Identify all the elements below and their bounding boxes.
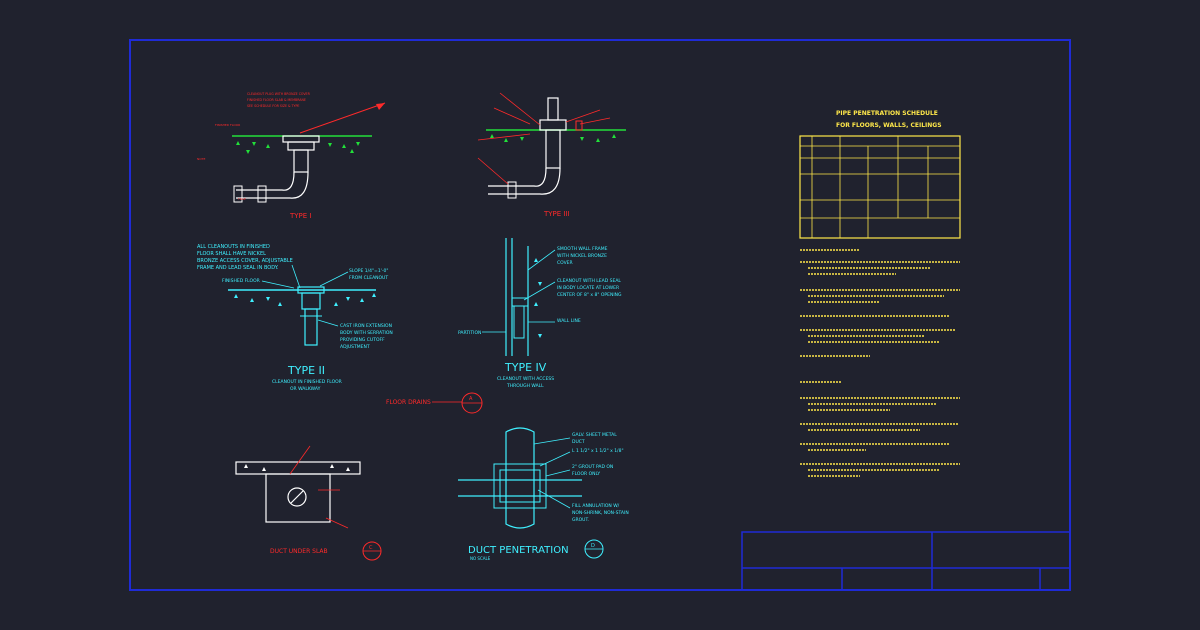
svg-text:DUCT: DUCT [572,439,585,445]
svg-text:D: D [591,543,595,549]
svg-text:FROM CLEANOUT: FROM CLEANOUT [349,275,388,281]
svg-text:L 1 1/2" x 1 1/2" x 1/8": L 1 1/2" x 1 1/2" x 1/8" [572,448,624,454]
svg-text:CENTER OF 8" x 8" OPENING: CENTER OF 8" x 8" OPENING [557,292,622,298]
svg-text:CLEANOUT WITH ACCESS: CLEANOUT WITH ACCESS [497,376,554,382]
detail-type-4: SMOOTH WALL FRAME WITH NICKEL BRONZE COV… [458,238,622,389]
type2-title: TYPE II [287,364,325,377]
sheet-border [129,39,1071,591]
svg-text:CLEANOUT IN FINISHED FLOOR: CLEANOUT IN FINISHED FLOOR [272,379,342,385]
title-block [741,531,1071,591]
svg-text:WITH NICKEL BRONZE: WITH NICKEL BRONZE [557,253,607,259]
svg-text:FLOOR DRAINS: FLOOR DRAINS [386,399,431,406]
svg-text:FILL ANNULATION W/: FILL ANNULATION W/ [572,503,620,509]
svg-text:IN BODY LOCATE AT LOWER: IN BODY LOCATE AT LOWER [557,285,619,291]
duct-slab-title: DUCT UNDER SLAB [270,548,328,555]
detail-type-2: ALL CLEANOUTS IN FINISHED FLOOR SHALL HA… [197,244,393,392]
concrete-hatch [236,141,360,154]
type1-note-line: SEE SCHEDULE FOR SIZE & TYPE [247,104,299,108]
schedule-subtitle: FOR FLOORS, WALLS, CEILINGS [836,122,942,129]
svg-text:GROUT.: GROUT. [572,517,589,523]
svg-text:FLOOR ONLY: FLOOR ONLY [572,471,600,477]
type1-note-line: FINISHED FLOOR SLAB & MEMBRANE [247,98,306,102]
svg-text:OR WALKWAY: OR WALKWAY [290,386,321,392]
type1-note-line: CLEANOUT PLUG WITH BRONZE COVER [247,92,311,96]
detail-duct-under-slab: DUCT UNDER SLAB C [235,445,382,561]
svg-text:CAST IRON EXTENSION: CAST IRON EXTENSION [340,323,392,329]
type2-note: FRAME AND LEAD SEAL IN BODY. [197,265,279,271]
svg-text:NOTE: NOTE [197,157,205,161]
duct-pen-title: DUCT PENETRATION [468,545,569,556]
type1-title: TYPE I [289,212,312,220]
type2-note: FLOOR SHALL HAVE NICKEL [197,251,266,257]
type3-title: TYPE III [543,210,570,218]
type2-note: ALL CLEANOUTS IN FINISHED [197,244,270,250]
svg-text:BODY WITH SERRATION: BODY WITH SERRATION [340,330,393,336]
detail-duct-penetration: GALV. SHEET METAL DUCT L 1 1/2" x 1 1/2"… [458,427,629,561]
svg-text:PARTITION: PARTITION [458,330,481,336]
type4-title: TYPE IV [504,361,547,374]
svg-text:PROVIDING CUTOFF: PROVIDING CUTOFF [340,337,385,343]
svg-text:C: C [369,545,373,551]
finished-floor-label: FINISHED FLOOR [222,278,260,284]
svg-text:NON-SHRINK, NON-STAIN: NON-SHRINK, NON-STAIN [572,510,629,516]
schedule-title: PIPE PENETRATION SCHEDULE [836,110,938,117]
svg-text:GALV. SHEET METAL: GALV. SHEET METAL [572,432,617,438]
svg-text:FINISHED FLOOR: FINISHED FLOOR [215,123,240,127]
detail-type-3: TYPE III [477,92,626,218]
svg-text:A: A [469,396,473,402]
detail-type-1: CLEANOUT PLUG WITH BRONZE COVER FINISHED… [197,92,386,220]
pipe-penetration-schedule: PIPE PENETRATION SCHEDULE FOR FLOORS, WA… [799,110,961,239]
svg-text:CLEANOUT WITH LEAD SEAL: CLEANOUT WITH LEAD SEAL [557,278,621,284]
svg-text:SMOOTH WALL FRAME: SMOOTH WALL FRAME [557,246,608,252]
type2-note: BRONZE ACCESS COVER, ADJUSTABLE [197,258,293,264]
svg-text:2" GROUT PAD ON: 2" GROUT PAD ON [572,464,613,470]
svg-text:WALL LINE: WALL LINE [557,318,581,324]
svg-text:SLOPE 1/4"=1'-0": SLOPE 1/4"=1'-0" [349,268,388,274]
floor-drains-callout: FLOOR DRAINS A [386,392,483,414]
svg-text:COVER: COVER [557,260,573,266]
svg-text:TRAP: TRAP [237,197,246,201]
svg-text:ADJUSTMENT: ADJUSTMENT [340,344,370,350]
schedule-notes [800,249,960,477]
svg-text:NO SCALE: NO SCALE [470,556,491,561]
svg-text:THROUGH WALL: THROUGH WALL [506,383,544,389]
